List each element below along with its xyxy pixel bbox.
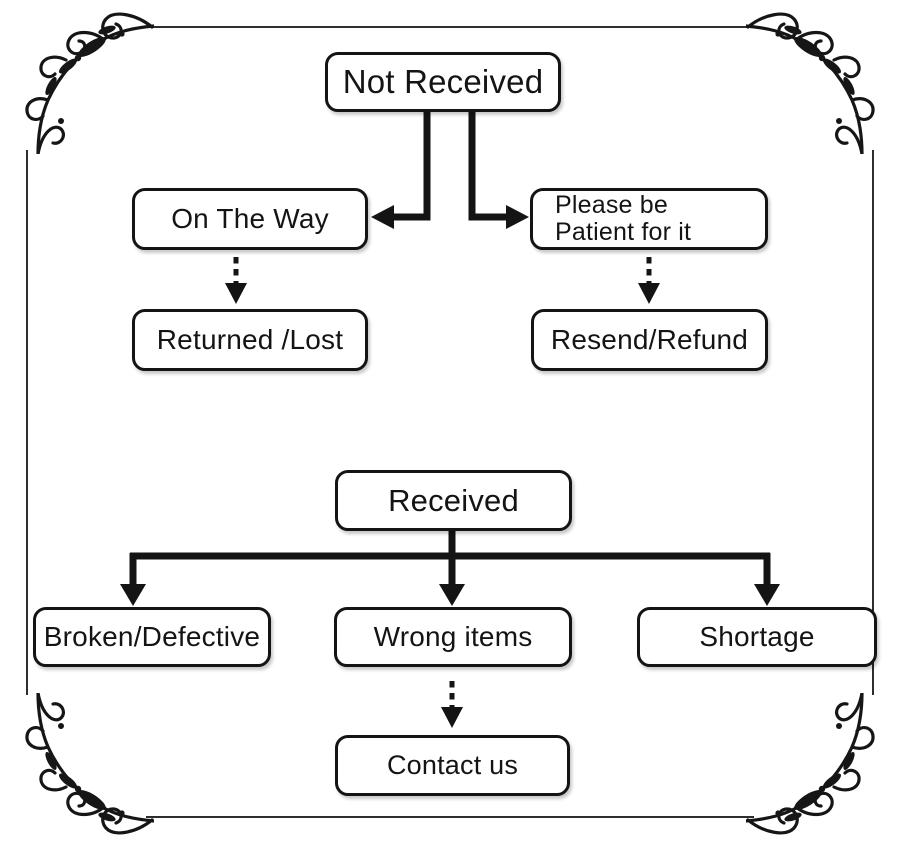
corner-flourish-icon-top-left — [4, 4, 154, 154]
frame-border-bottom — [146, 816, 754, 818]
node-received: Received — [335, 470, 572, 531]
corner-flourish-icon-bottom-right — [746, 693, 896, 843]
frame-border-left — [26, 150, 28, 695]
dashed-arrow-on-the-way-to-returned-lost — [225, 257, 247, 304]
node-broken-defective: Broken/Defective — [33, 607, 271, 667]
tree-received-to-children — [120, 528, 780, 606]
node-please-be-patient: Please be Patient for it — [530, 188, 768, 250]
dashed-arrow-please-be-patient-to-resend-refund — [638, 257, 660, 304]
node-contact-us: Contact us — [335, 735, 570, 796]
frame-border-top — [146, 26, 754, 28]
frame-border-right — [872, 150, 874, 695]
arrow-not-received-to-please-be-patient — [468, 110, 529, 229]
node-not-received: Not Received — [325, 52, 561, 112]
node-resend-refund: Resend/Refund — [531, 309, 768, 371]
node-shortage: Shortage — [637, 607, 877, 667]
arrow-not-received-to-on-the-way — [371, 110, 431, 229]
corner-flourish-icon-bottom-left — [4, 693, 154, 843]
node-returned-lost: Returned /Lost — [132, 309, 368, 371]
node-on-the-way: On The Way — [132, 188, 368, 250]
corner-flourish-icon-top-right — [746, 4, 896, 154]
node-wrong-items: Wrong items — [334, 607, 572, 667]
dashed-arrow-wrong-items-to-contact-us — [441, 681, 463, 728]
